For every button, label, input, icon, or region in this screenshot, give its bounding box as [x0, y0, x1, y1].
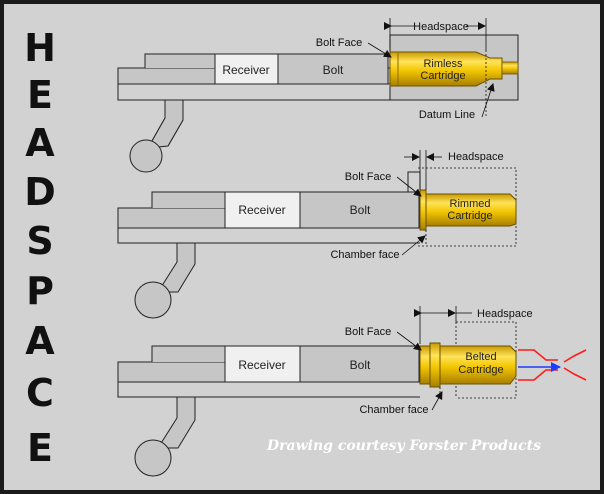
- side-title-letter: P: [26, 269, 54, 313]
- cartridge-label: Cartridge: [447, 210, 492, 222]
- belted-cartridge: [439, 345, 517, 385]
- side-title-letter: E: [27, 73, 53, 117]
- rimmed-diagram: Rimmed Cartridge Receiver Bolt Headspace…: [117, 150, 517, 319]
- chamber-face-pointer: [401, 235, 426, 256]
- bolt-knob: [129, 139, 163, 173]
- bolt-label: Bolt: [323, 63, 344, 77]
- cartridge-label: Cartridge: [458, 364, 503, 376]
- side-title-letter: D: [24, 170, 56, 214]
- receiver-bottom-line: [117, 84, 390, 101]
- cartridge-label: Rimmed: [450, 198, 491, 210]
- trigger-arm: [157, 242, 196, 293]
- receiver-label: Receiver: [238, 203, 285, 217]
- cartridge-belt: [429, 342, 441, 388]
- bolt-face-label: Bolt Face: [345, 326, 391, 338]
- bolt-face-pointer: [367, 42, 392, 58]
- rimless-cartridge: [389, 51, 503, 87]
- trigger-arm: [147, 99, 184, 149]
- headspace-label: Headspace: [413, 21, 469, 33]
- receiver-top: [144, 53, 216, 68]
- bolt-box: [299, 191, 420, 229]
- headspace-label: Headspace: [477, 308, 533, 320]
- chamber-face-label: Chamber face: [330, 249, 399, 261]
- bolt-box: [299, 345, 420, 383]
- gas-pressure-lines: [518, 349, 587, 381]
- credit-text: Drawing courtesy Forster Products: [266, 438, 541, 454]
- side-title-letter: E: [27, 426, 53, 470]
- cartridge-label: Rimless: [423, 58, 463, 70]
- side-title-letter: A: [25, 121, 55, 165]
- rimmed-cartridge: [425, 193, 517, 227]
- side-title-letter: H: [24, 26, 56, 70]
- receiver-bottom-line: [117, 228, 420, 244]
- chamber-face-pointer: [431, 391, 443, 411]
- datum-line-pointer: [481, 83, 495, 118]
- receiver-top: [151, 191, 226, 208]
- bolt-knob: [134, 439, 172, 477]
- headspace-label: Headspace: [448, 151, 504, 163]
- cartridge-label: Belted: [465, 351, 496, 363]
- rimless-diagram: Rimless Cartridge Receiver Bolt Headspac…: [117, 18, 519, 173]
- receiver-box: [224, 191, 301, 229]
- bullet: [501, 61, 519, 75]
- bolt-label: Bolt: [350, 358, 371, 372]
- cartridge-label: Cartridge: [420, 70, 465, 82]
- receiver-top: [151, 345, 226, 362]
- side-title-letter: S: [26, 219, 53, 263]
- bolt-face-pointer: [396, 331, 422, 351]
- bolt-face-pointer: [396, 176, 422, 197]
- side-title: H E A D S P A C E: [24, 26, 56, 470]
- bolt-knob: [134, 281, 172, 319]
- bolt-label: Bolt: [350, 203, 371, 217]
- receiver-label: Receiver: [238, 358, 285, 372]
- belted-diagram: Belted Cartridge Receiver Bolt Headspace…: [117, 306, 587, 477]
- bolt-face-label: Bolt Face: [316, 37, 362, 49]
- cartridge-head: [419, 345, 431, 385]
- side-title-letter: A: [25, 319, 55, 363]
- receiver-bottom-line: [117, 382, 420, 398]
- bolt-box: [277, 53, 389, 85]
- trigger-arm: [157, 396, 196, 449]
- receiver-box: [224, 345, 301, 383]
- receiver-label: Receiver: [222, 63, 269, 77]
- side-title-letter: C: [26, 371, 54, 415]
- datum-line-label: Datum Line: [419, 109, 475, 121]
- bolt-face-label: Bolt Face: [345, 171, 391, 183]
- chamber-face-label: Chamber face: [359, 404, 428, 416]
